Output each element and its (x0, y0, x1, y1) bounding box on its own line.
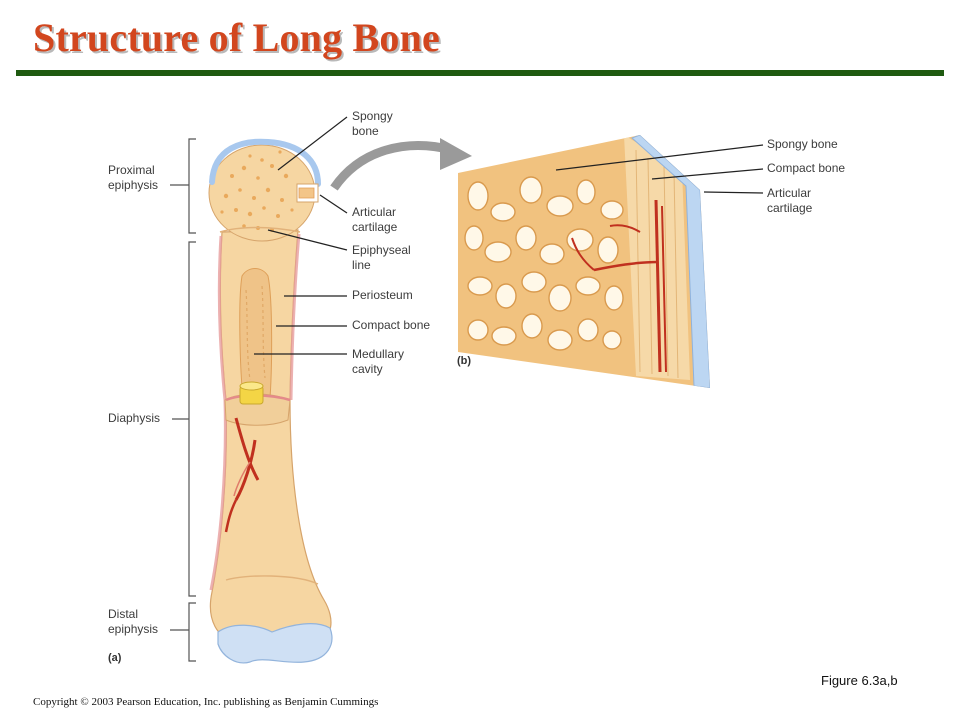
label-articular-cartilage-b: Articular cartilage (767, 186, 813, 215)
epiphyseal-line-mark (219, 226, 301, 233)
label-compact-bone-b: Compact bone (767, 161, 846, 175)
long-bone (208, 138, 333, 664)
slide-title: Structure of Long Bone (33, 15, 440, 60)
blood-vessel (234, 417, 260, 481)
label-panel-a: (a) (108, 652, 122, 664)
copyright-notice: Copyright © 2003 Pearson Education, Inc.… (33, 696, 379, 708)
label-medullary-cavity: Medullary cavity (352, 347, 405, 376)
label-articular-cartilage-a: Articular cartilage (352, 205, 398, 234)
label-periosteum: Periosteum (352, 288, 413, 302)
label-distal-epiphysis: Distal epiphysis (108, 607, 159, 636)
bone-shaft (209, 229, 332, 641)
region-brackets (170, 138, 196, 662)
medullary-cavity-mark (239, 268, 273, 399)
articular-cartilage-cap (209, 138, 321, 187)
label-proximal-epiphysis: Proximal epiphysis (108, 163, 159, 192)
title-rule (16, 70, 944, 76)
bone-section-block (458, 135, 710, 388)
label-spongy-bone-b: Spongy bone (767, 137, 838, 151)
zoom-arrow (330, 138, 472, 191)
label-compact-bone-a: Compact bone (352, 318, 431, 332)
label-spongy-bone-a: Spongy bone (352, 109, 393, 138)
label-panel-b: (b) (457, 355, 472, 367)
figure-caption: Figure 6.3a,b (821, 673, 898, 688)
label-diaphysis: Diaphysis (108, 411, 161, 425)
label-epiphyseal-line: Epiphyseal line (352, 243, 411, 272)
leader-lines-b (555, 144, 764, 194)
leader-lines-a (254, 116, 348, 355)
distal-cartilage (217, 623, 333, 664)
